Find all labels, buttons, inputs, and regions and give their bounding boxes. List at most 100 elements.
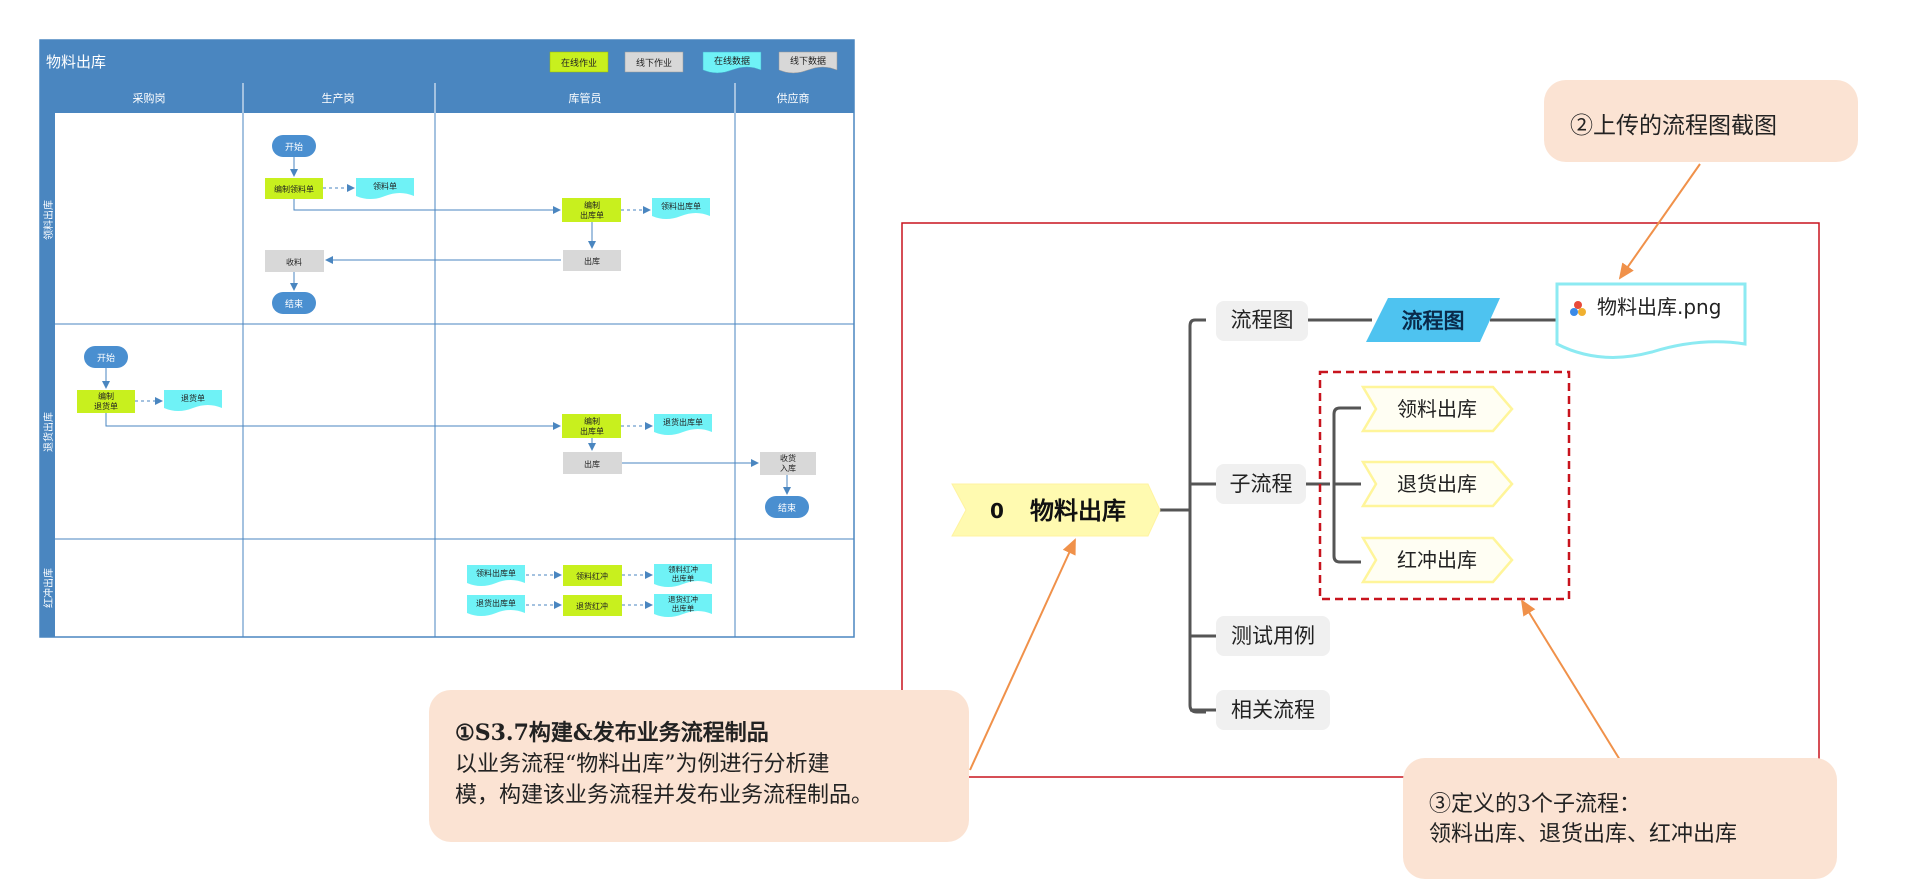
svg-text:退货出库: 退货出库 <box>1397 472 1477 496</box>
arrow-to-attachment <box>1618 163 1701 280</box>
svg-text:领料出库: 领料出库 <box>1397 397 1477 421</box>
svg-text:出库单: 出库单 <box>672 573 695 583</box>
svg-text:退货单: 退货单 <box>181 393 205 403</box>
svg-text:流程图: 流程图 <box>1231 308 1294 332</box>
svg-text:在线数据: 在线数据 <box>714 55 750 67</box>
node-start <box>272 135 316 157</box>
svg-text:在线作业: 在线作业 <box>561 57 597 69</box>
svg-text:测试用例: 测试用例 <box>1231 624 1315 648</box>
svg-text:领料红冲: 领料红冲 <box>576 571 608 581</box>
node-prepare-requisition <box>265 178 323 199</box>
node-outbound <box>563 452 622 474</box>
callout-text: ③定义的3个子流程： <box>1429 792 1641 817</box>
callout-text: 模，构建该业务流程并发布业务流程制品。 <box>455 783 874 808</box>
callout-uploaded-screenshot: ②上传的流程图截图 <box>1544 80 1858 162</box>
svg-text:红冲出库: 红冲出库 <box>1397 548 1477 572</box>
svg-text:收货: 收货 <box>780 453 796 463</box>
row-header: 领料出库 <box>42 200 55 240</box>
row-header: 红冲出库 <box>42 568 55 608</box>
svg-text:结束: 结束 <box>778 502 796 514</box>
row-header-bar <box>40 83 55 637</box>
row-header: 退货出库 <box>42 412 55 452</box>
node-end <box>765 496 809 518</box>
svg-text:出库单: 出库单 <box>580 426 604 436</box>
annotation-arrows <box>969 163 1701 771</box>
column-header: 供应商 <box>777 91 810 105</box>
node-return-outbound-doc <box>654 414 712 435</box>
svg-text:线下作业: 线下作业 <box>636 57 672 69</box>
node-requisition-doc <box>356 178 414 199</box>
svg-text:领料单: 领料单 <box>373 181 397 191</box>
branch-test-cases[interactable]: 测试用例 <box>1216 616 1330 656</box>
node-requisition-reversal <box>563 565 622 586</box>
mindmap-frame <box>901 222 1820 778</box>
branch-flowchart[interactable]: 流程图 <box>1216 301 1308 341</box>
legend-offline-task <box>624 51 684 73</box>
flowchart-tag[interactable]: 流程图 <box>1366 298 1500 342</box>
node-outbound-doc <box>652 198 710 219</box>
node-requisition-reversal-doc <box>654 564 712 587</box>
svg-text:开始: 开始 <box>285 141 303 153</box>
svg-text:出库单: 出库单 <box>580 210 604 220</box>
root-badge: 0 <box>990 499 1004 523</box>
svg-text:领料红冲: 领料红冲 <box>668 564 698 574</box>
svg-text:编制: 编制 <box>584 200 600 210</box>
callout-text: 以业务流程“物料出库”为例进行分析建 <box>455 752 830 777</box>
subflow-group-highlight <box>1318 370 1571 601</box>
swimlane-diagram: 物料出库 在线作业 线下作业 在线数据 线下数据 采购岗 生产岗 库管员 供应商… <box>39 39 855 638</box>
column-header: 采购岗 <box>133 91 166 105</box>
svg-text:退货红冲: 退货红冲 <box>668 594 698 604</box>
svg-text:领料出库单: 领料出库单 <box>476 568 516 578</box>
node-return-outbound-doc <box>467 595 525 616</box>
node-outbound <box>563 250 621 271</box>
svg-text:开始: 开始 <box>97 352 115 364</box>
svg-text:结束: 结束 <box>285 298 303 310</box>
svg-text:子流程: 子流程 <box>1230 472 1293 496</box>
node-receive-stock-in <box>760 452 816 475</box>
node-prepare-outbound <box>562 198 621 222</box>
root-label: 物料出库 <box>1030 497 1126 525</box>
attachment-file-name: 物料出库.png <box>1597 295 1721 319</box>
node-receive <box>265 250 324 272</box>
arrow-to-root <box>969 538 1076 771</box>
svg-text:退货单: 退货单 <box>94 401 118 411</box>
node-start <box>84 346 128 368</box>
svg-text:相关流程: 相关流程 <box>1231 698 1315 722</box>
attachment-file-node[interactable]: 物料出库.png <box>1555 282 1747 359</box>
legend-offline-data <box>778 51 838 74</box>
svg-text:出库单: 出库单 <box>672 603 695 613</box>
svg-text:退货出库单: 退货出库单 <box>476 598 516 608</box>
subflow-node[interactable]: 退货出库 <box>1360 460 1514 508</box>
column-header-bar <box>40 83 854 113</box>
svg-text:入库: 入库 <box>780 463 796 473</box>
column-header: 库管员 <box>569 91 602 105</box>
branch-subflow[interactable]: 子流程 <box>1216 464 1306 504</box>
svg-text:编制领料单: 编制领料单 <box>274 184 314 194</box>
svg-text:收料: 收料 <box>286 257 302 267</box>
node-prepare-outbound <box>562 414 621 438</box>
subflow-node[interactable]: 红冲出库 <box>1360 536 1514 584</box>
swimlane-title: 物料出库 <box>46 53 106 71</box>
root-node[interactable]: 0 物料出库 <box>951 483 1161 537</box>
subflow-node[interactable]: 领料出库 <box>1360 385 1514 433</box>
svg-text:领料出库单: 领料出库单 <box>661 201 701 211</box>
callout-title: ①S3.7构建&发布业务流程制品 <box>455 720 769 746</box>
arrow-to-subflows <box>1520 599 1621 761</box>
node-prepare-return <box>77 390 135 413</box>
node-return-reversal-doc <box>654 594 712 617</box>
svg-text:退货出库单: 退货出库单 <box>663 417 703 427</box>
callout-text: ②上传的流程图截图 <box>1570 113 1777 139</box>
node-return-reversal <box>563 595 622 616</box>
image-file-icon <box>1570 301 1586 316</box>
mindmap: 0 物料出库 流程图 子流程 测试用例 相关流程 流程图 <box>901 222 1820 778</box>
legend-online-data <box>702 51 762 74</box>
svg-text:线下数据: 线下数据 <box>790 55 826 67</box>
legend: 在线作业 线下作业 在线数据 线下数据 <box>549 51 838 74</box>
legend-online-task <box>549 51 609 73</box>
svg-text:退货红冲: 退货红冲 <box>576 601 608 611</box>
branch-related-flows[interactable]: 相关流程 <box>1216 690 1330 730</box>
node-requisition-outbound-doc <box>467 565 525 586</box>
svg-text:出库: 出库 <box>584 256 600 266</box>
svg-text:出库: 出库 <box>584 459 600 469</box>
svg-text:编制: 编制 <box>584 416 600 426</box>
